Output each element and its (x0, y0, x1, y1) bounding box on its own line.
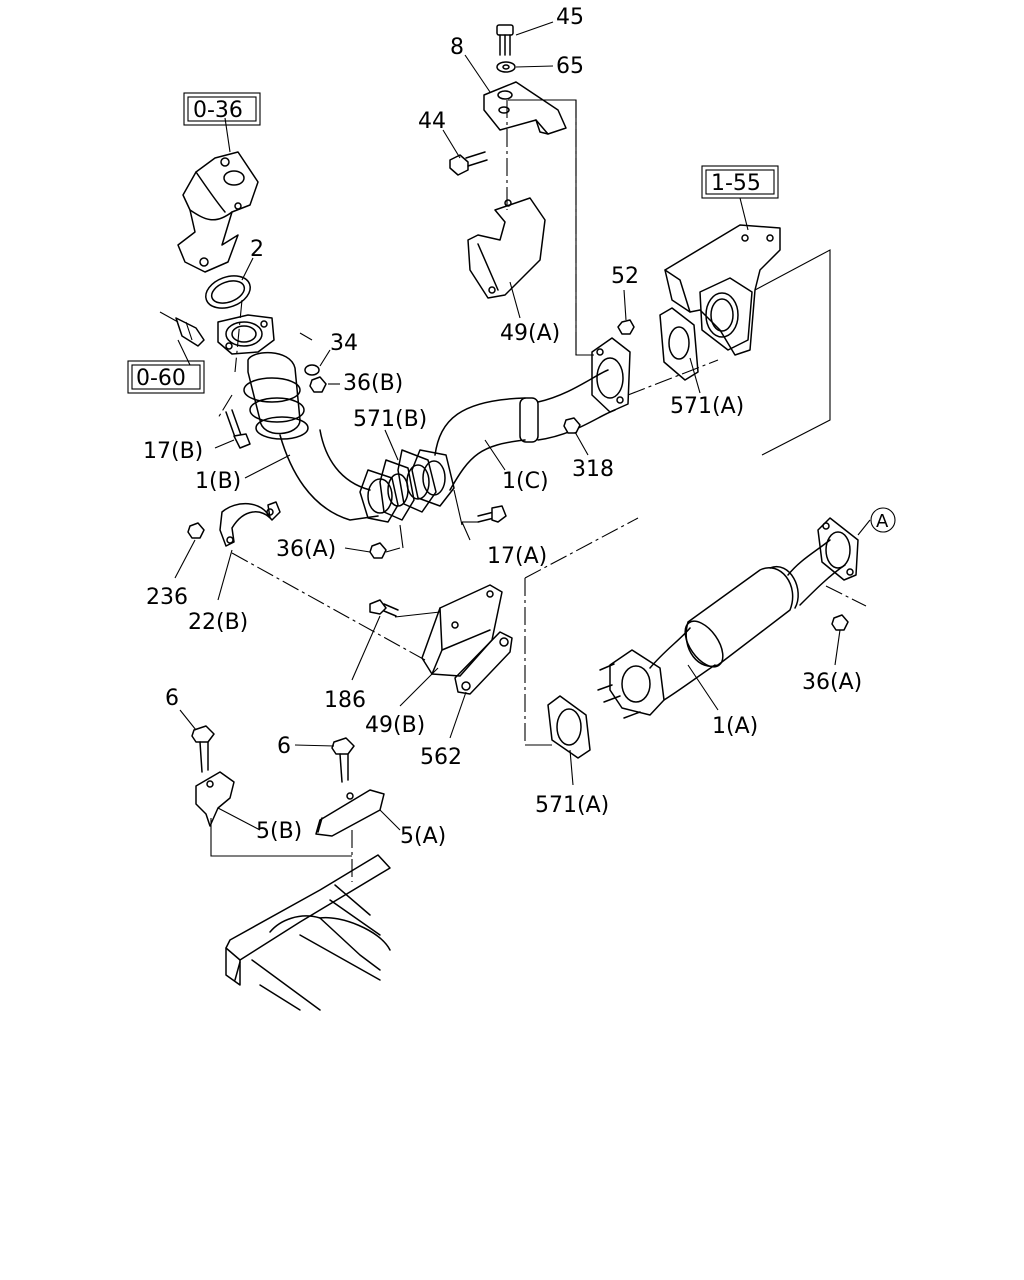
bottom-gasket-part (547, 695, 591, 759)
label-45: 45 (556, 5, 584, 30)
label-49b: 49(B) (365, 713, 425, 738)
label-2: 2 (250, 237, 264, 262)
label-17a: 17(A) (487, 544, 547, 569)
label-44: 44 (418, 109, 446, 134)
washer-65-part (496, 61, 516, 73)
label-52: 52 (611, 264, 639, 289)
label-6-right: 6 (277, 734, 291, 759)
nut-36b-part (309, 376, 327, 393)
bracket-8-part (483, 81, 567, 135)
turbo-elbow-part (177, 151, 259, 273)
bolt-6-right-part (331, 737, 355, 783)
bracket-5b-part (195, 771, 235, 827)
label-22b: 22(B) (188, 610, 248, 635)
catalytic-pipe-part (597, 517, 859, 719)
center-pipe-part (411, 337, 631, 507)
bracket-49b-part (394, 584, 503, 677)
bracket-562-part (454, 631, 513, 695)
label-49a: 49(A) (500, 321, 560, 346)
label-236: 236 (146, 585, 188, 610)
label-36a-right: 36(A) (802, 670, 862, 695)
callout-a-label: A (876, 511, 889, 532)
nut-236-part (187, 522, 205, 539)
label-571a-top: 571(A) (670, 394, 744, 419)
label-5a: 5(A) (400, 824, 446, 849)
ref-box-1-55: 1-55 (701, 165, 779, 231)
label-571b: 571(B) (353, 407, 427, 432)
ref-box-0-60: 0-60 (127, 360, 205, 394)
ref-label-1-55: 1-55 (711, 171, 761, 196)
callout-a: A (870, 507, 896, 533)
bolt-45-part (496, 24, 514, 56)
label-571a-bottom: 571(A) (535, 793, 609, 818)
label-1b: 1(B) (195, 469, 241, 494)
sensor-part (159, 311, 205, 347)
bolt-17a-part (477, 505, 507, 523)
label-186: 186 (324, 688, 366, 713)
label-5b: 5(B) (256, 819, 302, 844)
bolt-17b-part (225, 409, 251, 449)
nut-318-part (563, 417, 581, 434)
label-65: 65 (556, 54, 584, 79)
gasket-ring-part (205, 275, 251, 309)
nut-34-part (304, 364, 320, 376)
label-34: 34 (330, 331, 358, 356)
bracket-5a-part (315, 789, 385, 837)
leader-lines (174, 21, 871, 831)
reference-lines (210, 99, 831, 857)
front-pipe-part (217, 314, 399, 523)
label-1a: 1(A) (712, 714, 758, 739)
part-labels: 45 8 65 44 49(A) 52 571(A) 2 34 36(B) 17… (143, 5, 862, 849)
label-36a-left: 36(A) (276, 537, 336, 562)
label-8: 8 (450, 35, 464, 60)
heat-shield-part (467, 197, 546, 299)
flange-gasket-part (379, 449, 437, 521)
bolt-44-part (449, 151, 488, 176)
frame-part (225, 854, 391, 1011)
ref-box-0-36: 0-36 (183, 92, 261, 126)
label-1c: 1(C) (502, 469, 549, 494)
ref-label-0-60: 0-60 (136, 366, 186, 391)
label-318: 318 (572, 457, 614, 482)
exhaust-manifold-part (664, 224, 781, 356)
label-17b: 17(B) (143, 439, 203, 464)
nut-36a-right-part (831, 614, 849, 631)
bolt-186-part (369, 599, 399, 617)
label-36b: 36(B) (343, 371, 403, 396)
manifold-gasket-part (659, 307, 699, 381)
ref-label-0-36: 0-36 (193, 98, 243, 123)
pipe-clamp-part (219, 501, 281, 547)
nut-52-part (617, 319, 635, 335)
nut-36a-left-part (369, 542, 387, 559)
bolt-6-left-part (191, 725, 215, 773)
label-562: 562 (420, 745, 462, 770)
label-6-left: 6 (165, 686, 179, 711)
